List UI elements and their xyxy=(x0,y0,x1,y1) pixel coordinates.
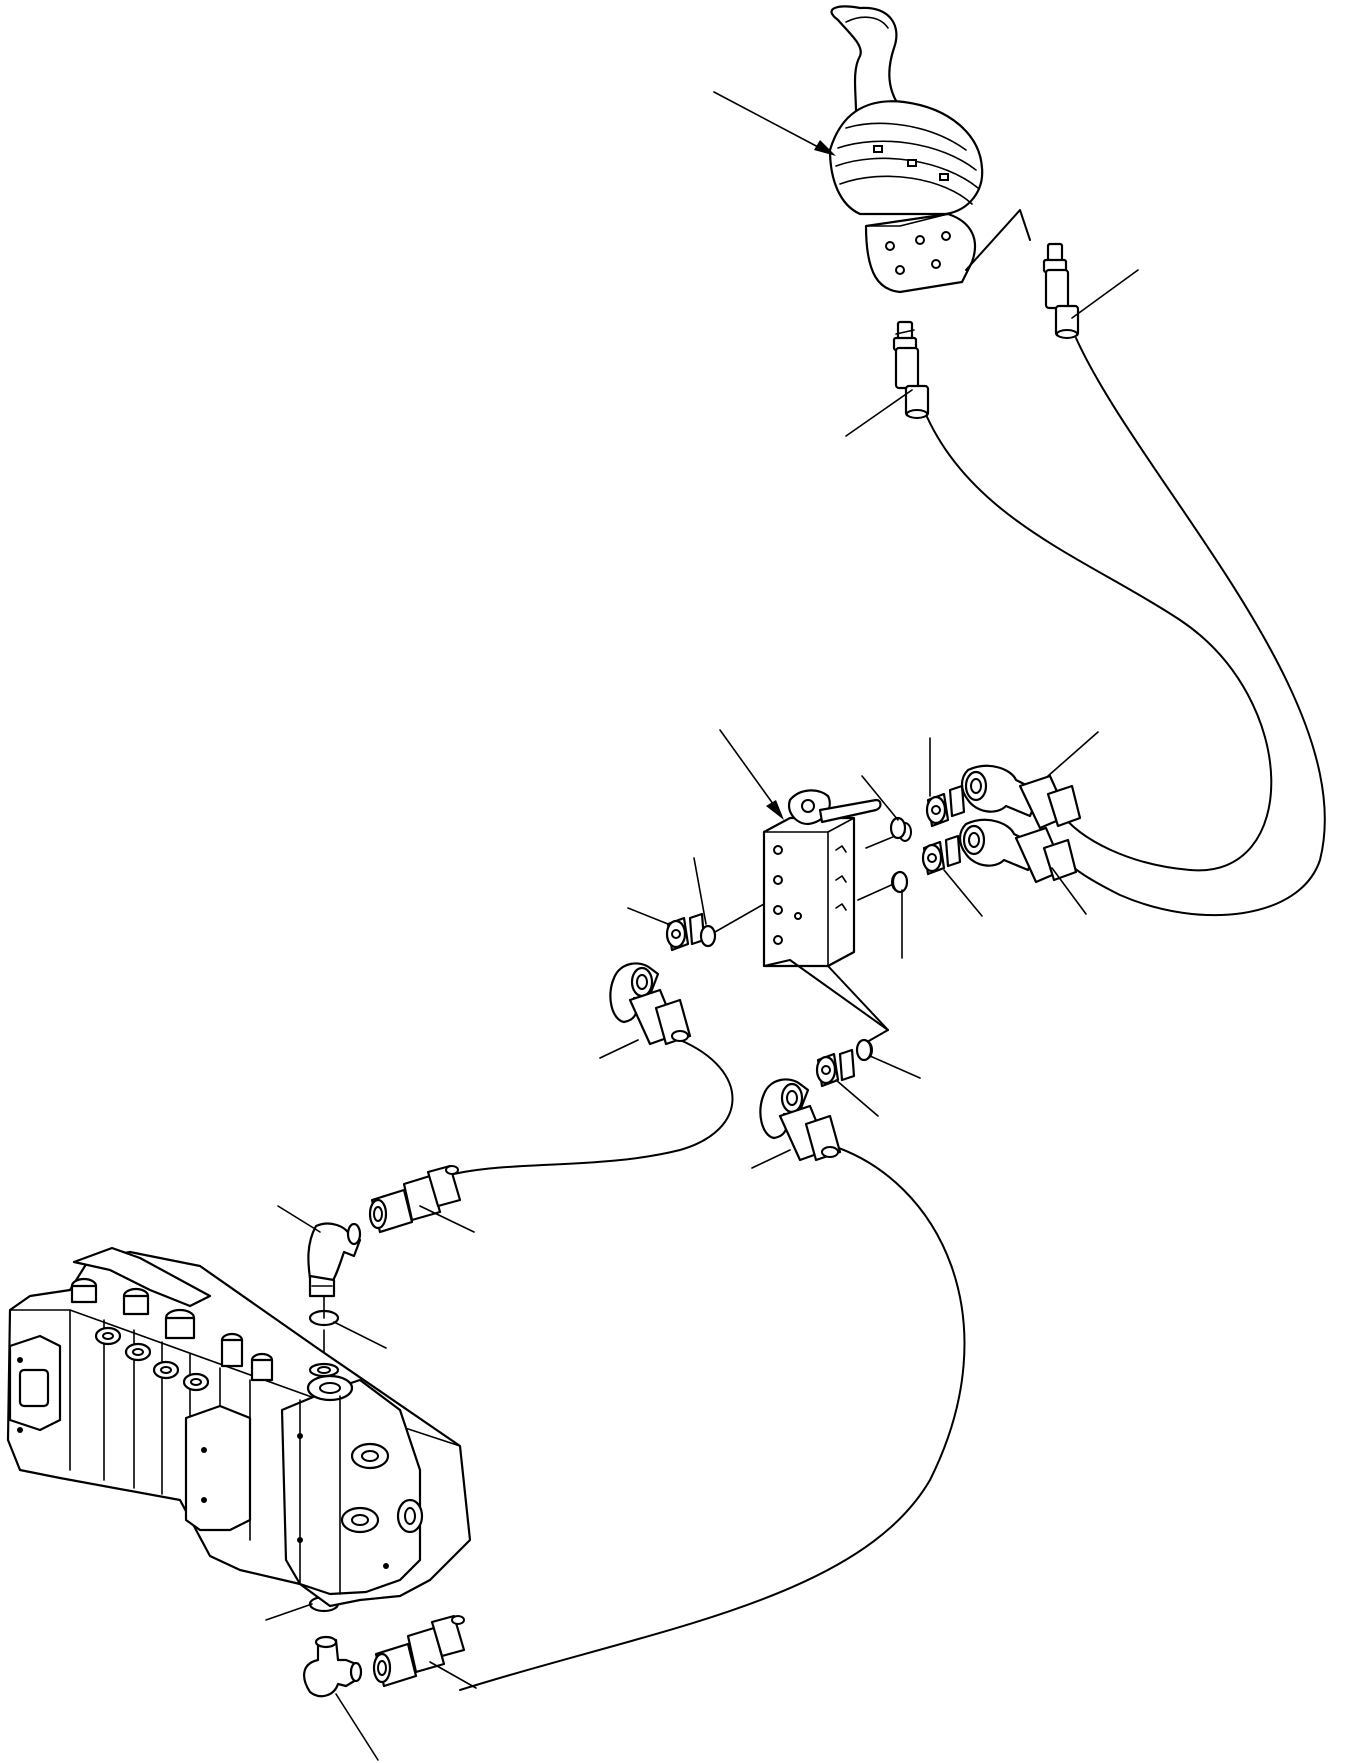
valve-elbow-left xyxy=(609,962,692,1046)
leader-adapter-left xyxy=(627,907,669,925)
hose-joystick-to-valve-upper xyxy=(923,409,1273,872)
leader-hose-valve-lower-right xyxy=(751,1149,791,1169)
leader-joystick xyxy=(713,91,821,149)
arrow-valve-block xyxy=(766,800,784,820)
control-elbow-lower xyxy=(303,1635,363,1698)
hose-valve-to-control-upper xyxy=(449,1039,734,1176)
leader-elbow-control-lower xyxy=(335,1693,379,1761)
leader-o-ring-upper xyxy=(861,775,899,821)
leader-valve-block xyxy=(719,729,777,809)
leader-elbow-control-upper xyxy=(277,1205,321,1233)
leader-adapter-lower-right xyxy=(835,1079,879,1117)
control-valve-assembly xyxy=(6,1246,472,1608)
leader-hose-left xyxy=(845,389,913,437)
stop-valve-block xyxy=(762,789,882,968)
valve-elbow-lower-right xyxy=(759,1078,842,1162)
leader-hose-valve-left xyxy=(599,1039,639,1059)
o-ring-left xyxy=(699,924,717,948)
leader-lines xyxy=(265,91,1139,1761)
hose-lines xyxy=(449,337,1326,1691)
leader-hose-control-lower xyxy=(429,1661,477,1689)
leader-hose-control-upper xyxy=(419,1205,475,1233)
valve-elbow-upper xyxy=(960,764,1082,830)
control-elbow-upper xyxy=(307,1222,362,1298)
o-ring-upper xyxy=(889,816,907,840)
o-ring-lower xyxy=(891,870,909,894)
hose-joystick-to-valve-lower xyxy=(1064,337,1326,917)
valve-lever xyxy=(818,798,882,824)
control-valve-head xyxy=(280,1378,422,1596)
o-ring-lower-right xyxy=(855,1038,873,1062)
hose-valve-to-control-lower xyxy=(459,1144,966,1691)
leader-hose-right xyxy=(1071,269,1139,319)
joystick-hose-fitting-left xyxy=(892,320,930,419)
leader-o-ring-control-top xyxy=(333,1321,387,1349)
leader-o-ring-lower-right xyxy=(869,1055,921,1079)
leader-o-ring-left xyxy=(693,857,707,925)
valve-bracket-lines xyxy=(707,831,906,1047)
joystick-boot xyxy=(828,100,984,216)
joystick-lever xyxy=(828,5,1031,294)
leader-o-ring-control-bottom xyxy=(265,1603,313,1621)
arrow-joystick xyxy=(814,140,836,156)
control-hose-fitting-upper xyxy=(368,1164,462,1234)
joystick-handle xyxy=(830,5,904,114)
joystick-hose-fitting-right xyxy=(1042,242,1080,339)
valve-fitting-left xyxy=(665,912,715,952)
valve-elbow-lower xyxy=(958,818,1078,884)
leader-hose-valve-lower xyxy=(1051,867,1087,915)
joystick-bracket-line xyxy=(965,209,1031,271)
o-rings xyxy=(308,816,909,1613)
control-hose-fitting-lower xyxy=(372,1614,466,1688)
leader-hose-valve-upper xyxy=(1047,731,1099,777)
valve-fitting-upper xyxy=(898,784,966,842)
leader-adapter-lower xyxy=(943,869,983,917)
